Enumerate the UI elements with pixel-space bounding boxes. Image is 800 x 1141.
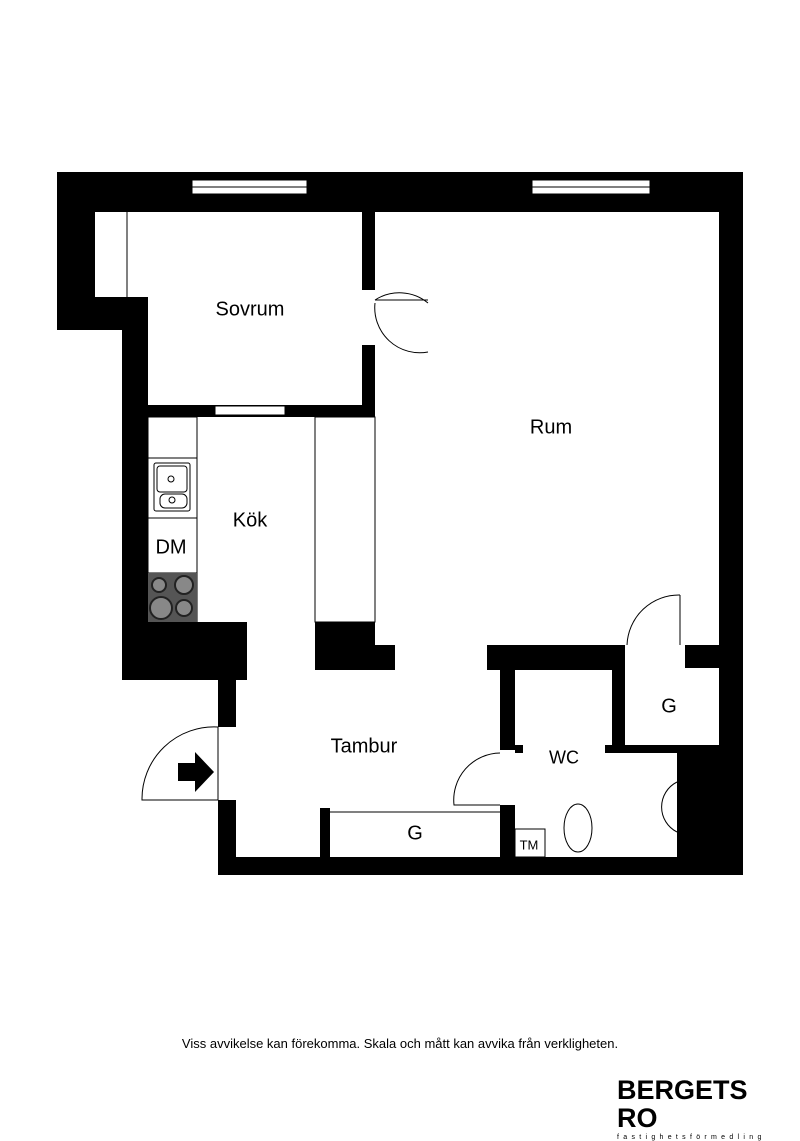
room-label-sovrum: Sovrum [215, 298, 285, 321]
dishwasher-label: DM [155, 536, 187, 559]
room-label-wc: WC [549, 747, 579, 768]
logo-name: BERGETS RO [617, 1075, 748, 1133]
entrance-arrow-icon [178, 752, 214, 792]
disclaimer: Viss avvikelse kan förekomma. Skala och … [181, 1036, 619, 1051]
stove-icon [148, 573, 197, 622]
closet-label-wc: G [661, 695, 677, 718]
room-label-tambur: Tambur [330, 735, 398, 758]
logo: BERGETS RO fastighetsförmedling [617, 1076, 787, 1141]
washer-label: TM [519, 837, 539, 853]
closet-label-tambur: G [407, 822, 423, 845]
windows [191, 179, 651, 416]
fixtures [126, 212, 681, 858]
logo-tagline: fastighetsförmedling [617, 1134, 766, 1141]
room-label-kok: Kök [232, 509, 268, 532]
walls [57, 172, 743, 875]
room-label-rum: Rum [529, 416, 573, 439]
